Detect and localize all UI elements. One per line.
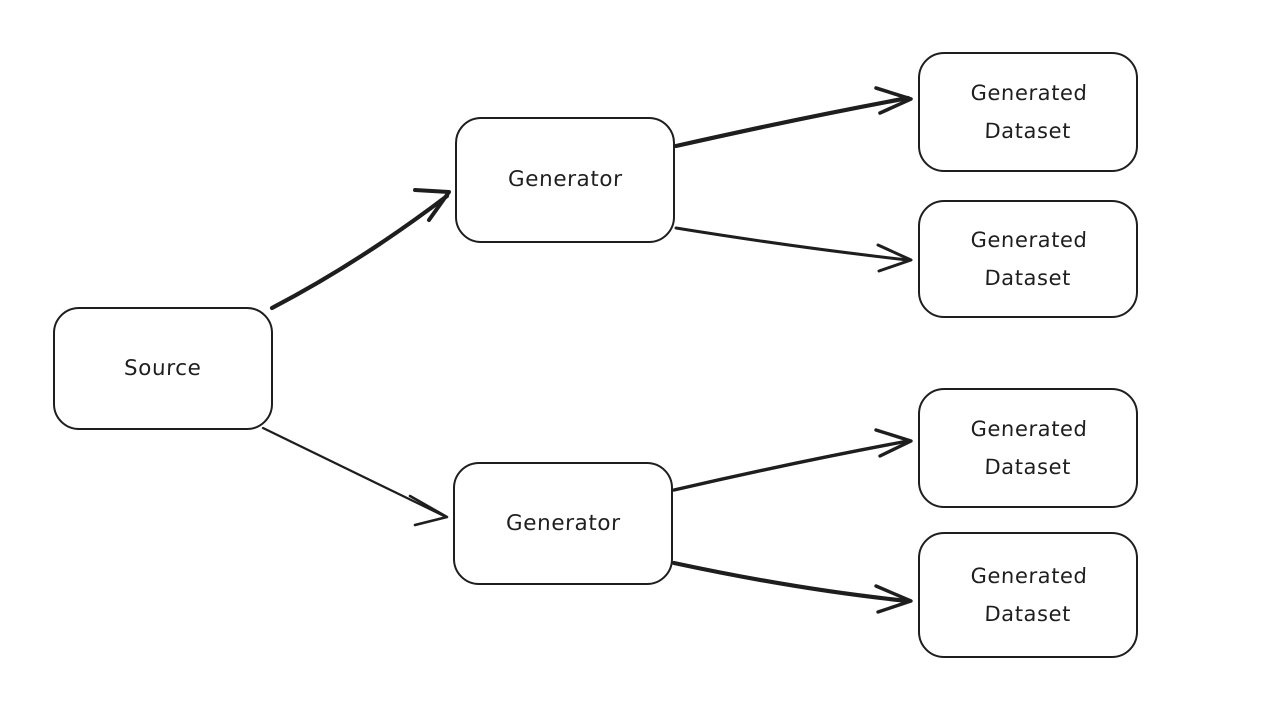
node-generated-dataset-4-label: Generated Dataset <box>969 564 1088 626</box>
node-generator-top-label: Generator <box>507 167 623 192</box>
node-source[interactable]: Source <box>53 307 273 430</box>
edge-source-to-generator-top[interactable] <box>269 188 451 311</box>
node-generator-top[interactable]: Generator <box>455 117 675 243</box>
edge-generator-top-to-dataset-1[interactable] <box>673 86 913 149</box>
edge-generator-bottom-to-dataset-3[interactable] <box>672 428 913 492</box>
node-generated-dataset-3[interactable]: Generated Dataset <box>918 388 1138 508</box>
edge-generator-bottom-to-dataset-4[interactable] <box>671 560 913 614</box>
node-generated-dataset-1[interactable]: Generated Dataset <box>918 52 1138 172</box>
node-generated-dataset-4[interactable]: Generated Dataset <box>918 532 1138 658</box>
node-generated-dataset-2-label: Generated Dataset <box>969 228 1088 290</box>
edge-generator-top-to-dataset-2[interactable] <box>674 226 913 273</box>
node-generated-dataset-2[interactable]: Generated Dataset <box>918 200 1138 318</box>
node-source-label: Source <box>123 355 203 381</box>
node-generator-bottom[interactable]: Generator <box>453 462 673 585</box>
edge-source-to-generator-bottom[interactable] <box>261 426 449 527</box>
node-generated-dataset-1-label: Generated Dataset <box>969 81 1088 143</box>
node-generator-bottom-label: Generator <box>505 510 621 536</box>
node-generated-dataset-3-label: Generated Dataset <box>969 417 1088 479</box>
